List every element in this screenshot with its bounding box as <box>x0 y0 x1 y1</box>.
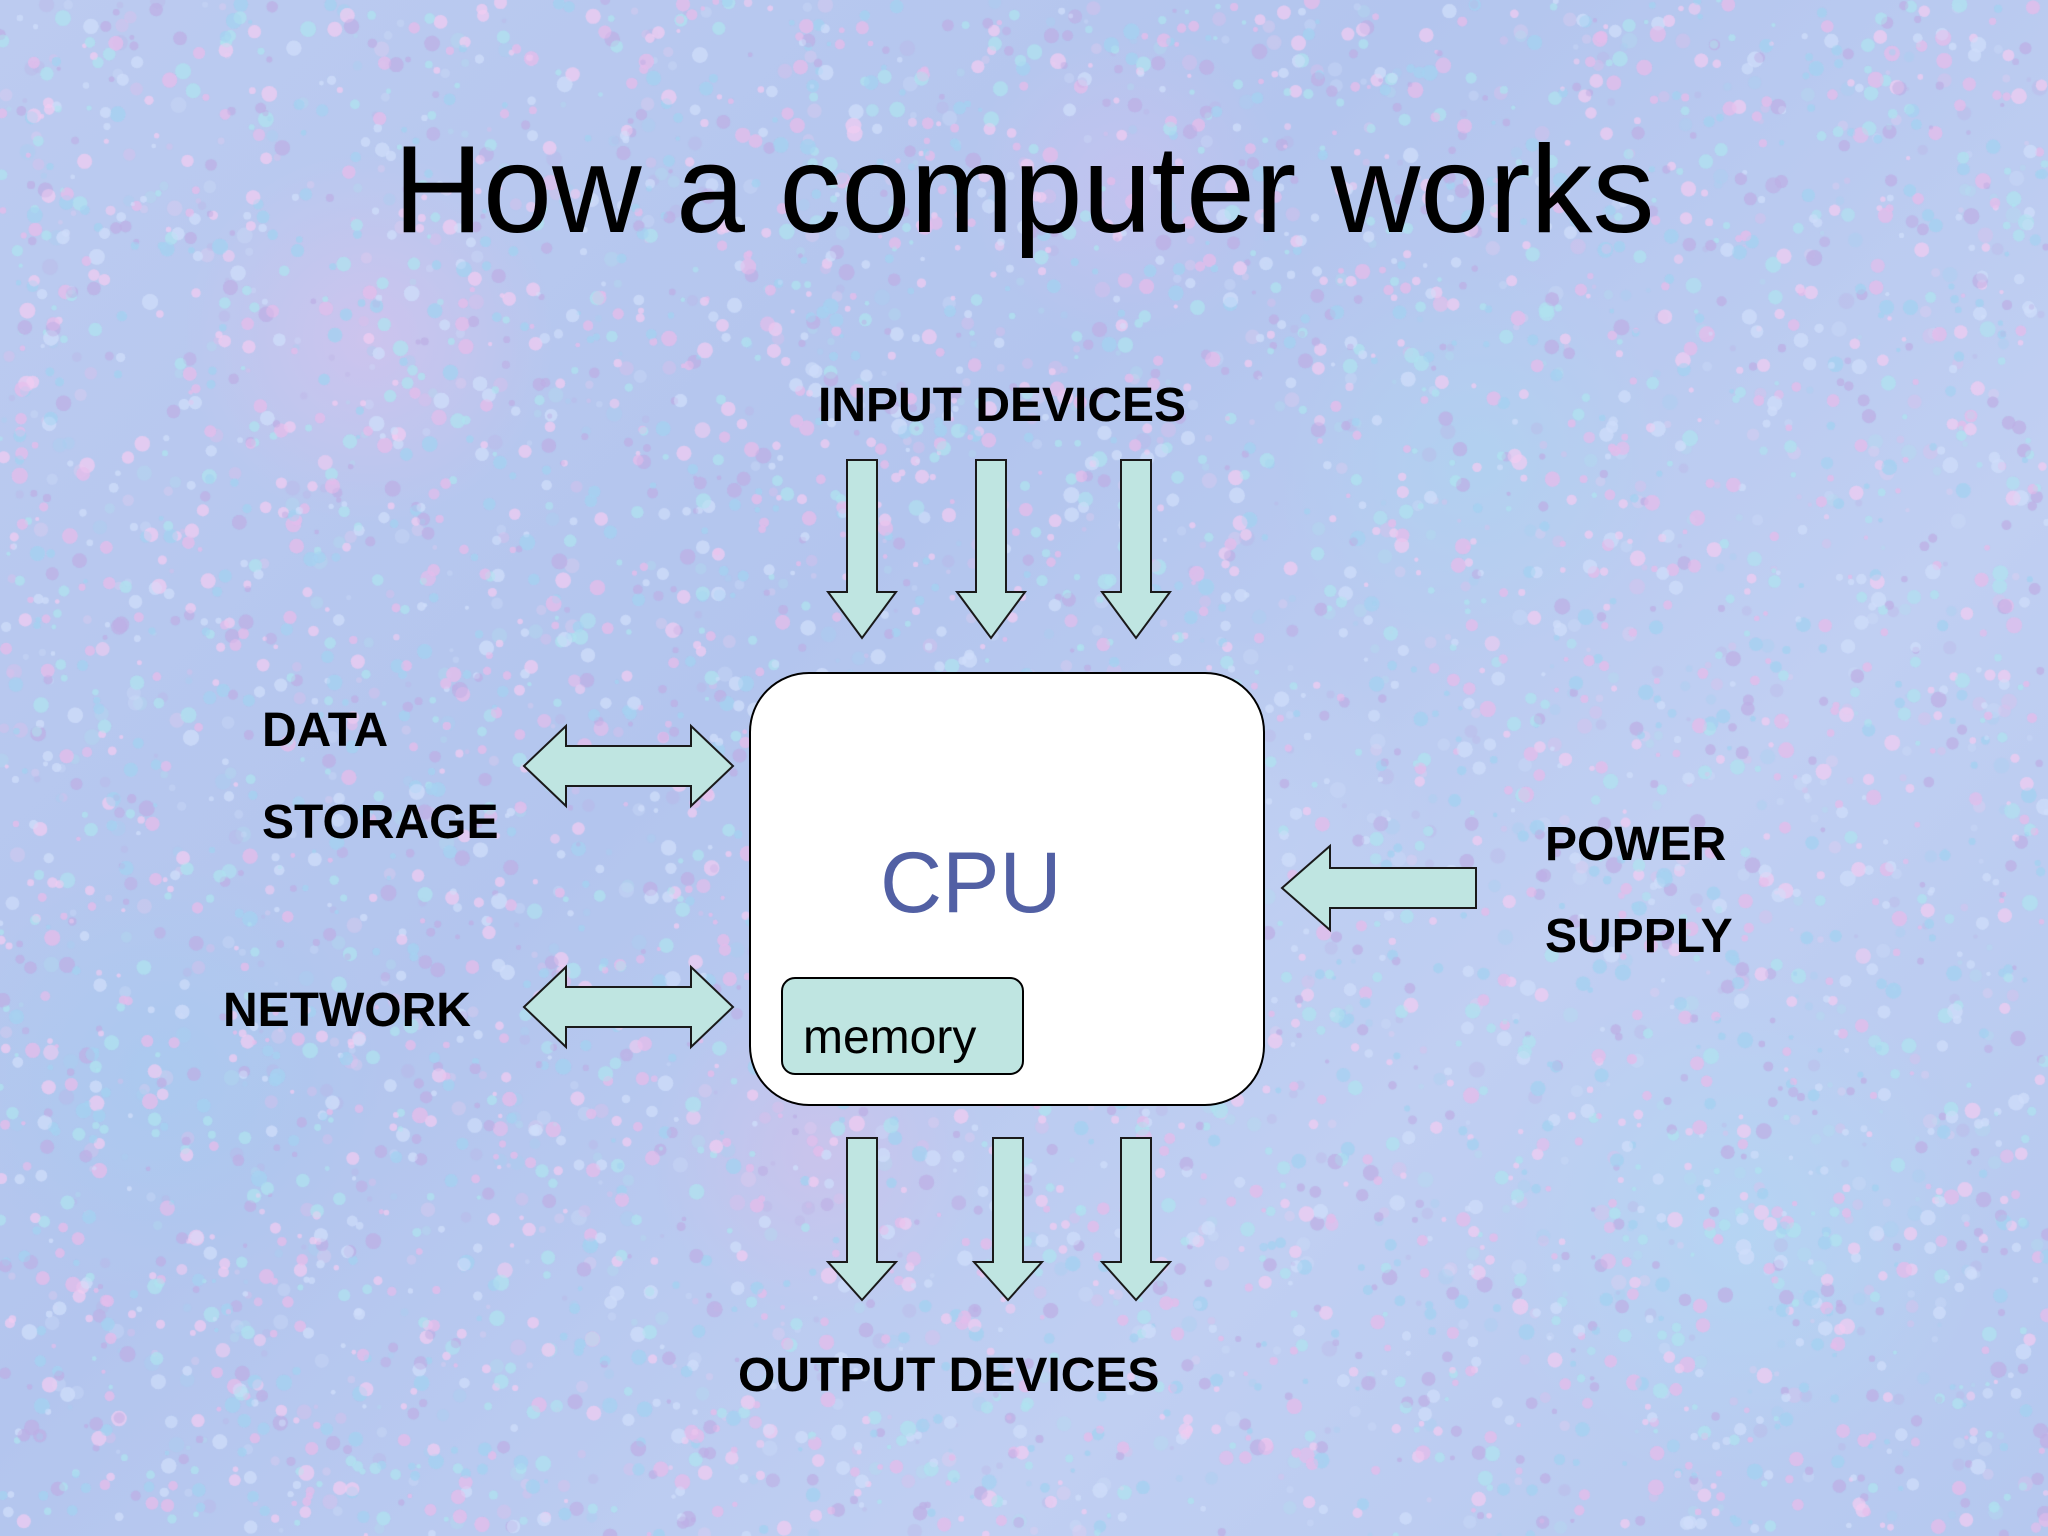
memory-label: memory <box>803 1011 977 1064</box>
output-devices-label: OUTPUT DEVICES <box>738 1349 1160 1402</box>
output-arrow-2 <box>971 1137 1045 1302</box>
network-label: NETWORK <box>223 984 471 1037</box>
input-arrow-1 <box>826 459 898 640</box>
input-arrow-3 <box>1100 459 1172 640</box>
network-double-arrow <box>522 964 735 1050</box>
data-storage-label-line1: DATA <box>262 704 389 757</box>
output-arrow-3 <box>1099 1137 1173 1302</box>
slide-title: How a computer works <box>393 121 1655 259</box>
input-devices-label: INPUT DEVICES <box>818 379 1187 432</box>
output-arrow-1 <box>825 1137 899 1302</box>
memory-box <box>781 977 1024 1075</box>
power-supply-label-line2: SUPPLY <box>1545 910 1733 963</box>
data-storage-double-arrow <box>522 723 735 809</box>
cpu-label: CPU <box>880 835 1062 931</box>
input-arrow-2 <box>955 459 1027 640</box>
power-supply-label-line1: POWER <box>1545 818 1727 871</box>
data-storage-label-line2: STORAGE <box>262 796 499 849</box>
power-arrow <box>1280 843 1477 933</box>
